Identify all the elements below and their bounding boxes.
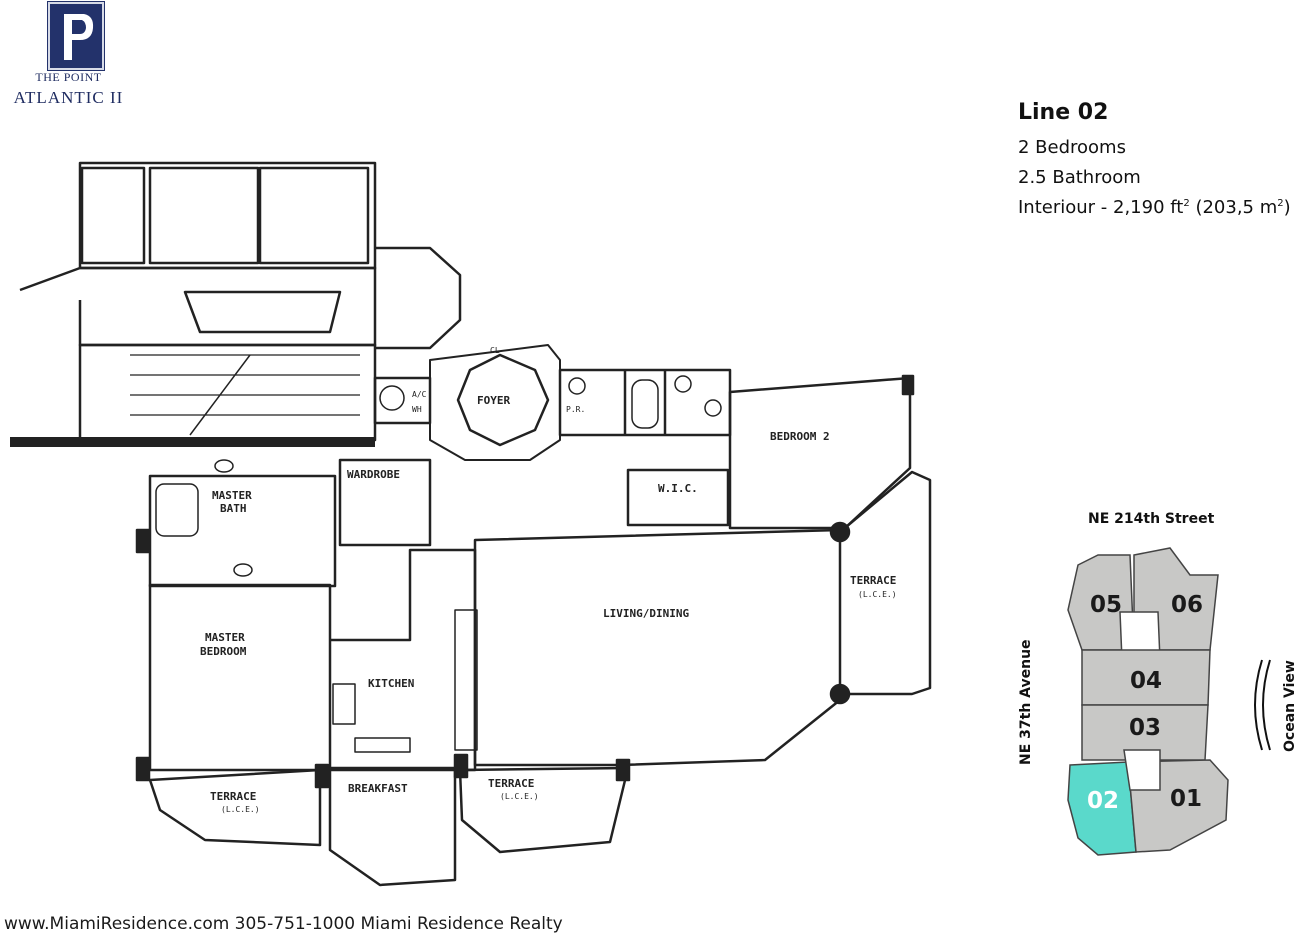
master-bedroom-walls	[148, 583, 332, 772]
label-terrace-mid-sub: (L.C.E.)	[500, 792, 539, 801]
stair-hall	[78, 343, 377, 442]
wardrobe-walls	[338, 458, 432, 547]
label-master-bedroom-2: BEDROOM	[200, 645, 247, 658]
elevator-core	[78, 161, 377, 270]
unit-03-label: 03	[1129, 715, 1161, 741]
interior-area-m: (203,5 m	[1189, 197, 1278, 218]
toilet-icon-2	[674, 375, 692, 393]
label-kitchen: KITCHEN	[368, 677, 414, 690]
m-superscript: 2	[1277, 198, 1284, 209]
walk-in-closet	[626, 468, 730, 527]
unit-info-panel: Line 02 2 Bedrooms 2.5 Bathroom Interiou…	[1018, 100, 1293, 227]
terrace-right	[839, 470, 932, 696]
corridor-wall	[19, 266, 377, 347]
label-master-bath-2: BATH	[220, 502, 247, 515]
label-wardrobe: WARDROBE	[347, 468, 400, 481]
unit-line-title: Line 02	[1018, 100, 1109, 125]
toilet-icon-1	[568, 377, 586, 395]
label-terrace-mid: TERRACE	[488, 777, 534, 790]
floor-plan-walls	[10, 161, 932, 887]
column-marker	[901, 374, 915, 396]
label-living-dining: LIVING/DINING	[603, 607, 689, 620]
interior-area-close: )	[1283, 197, 1291, 218]
key-plan: NE 214th Street NE 37th Avenue Ocean Vie…	[1018, 511, 1295, 856]
label-terrace-right-sub: (L.C.E.)	[858, 590, 897, 599]
label-master-bath-1: MASTER	[212, 489, 252, 502]
elevator-cab-1	[148, 166, 260, 265]
foyer-surround	[429, 344, 561, 461]
core-bottom	[1123, 749, 1161, 791]
breakfast-nook	[328, 766, 457, 887]
counter-unit	[454, 609, 478, 751]
street-left-label: NE 37th Avenue	[1018, 639, 1034, 765]
master-tub-icon	[155, 483, 199, 537]
kitchen-counter	[354, 737, 411, 753]
column-marker-6	[615, 758, 631, 782]
bedroom-2-walls	[728, 376, 912, 530]
column-marker-4	[314, 763, 330, 789]
label-breakfast: BREAKFAST	[348, 782, 408, 795]
mechanical-room	[375, 246, 462, 350]
street-top-label: NE 214th Street	[1088, 511, 1215, 527]
label-wh: WH	[412, 405, 422, 414]
unit-02-label: 02	[1087, 788, 1119, 814]
stair-treads	[130, 354, 360, 416]
interior-area: Interiour - 2,190 ft2 (203,5 m2)	[1018, 197, 1293, 218]
ft-superscript: 2	[1183, 198, 1190, 209]
terrace-left	[148, 768, 322, 847]
unit-01-label: 01	[1170, 786, 1202, 812]
elevator-cab-2	[258, 166, 370, 265]
label-ac: A/C	[412, 390, 427, 399]
fridge-box	[332, 683, 356, 725]
ocean-wave-icon	[1254, 659, 1271, 751]
label-wic: W.I.C.	[658, 482, 698, 495]
foyer-octagon	[456, 353, 550, 447]
column-marker-3	[135, 756, 151, 782]
terrace-mid	[458, 766, 630, 854]
label-closet: CL	[490, 346, 500, 355]
label-powder: P.R.	[566, 405, 585, 414]
brand-logo: THE POINT ATLANTIC II	[6, 0, 131, 112]
column-marker-2	[135, 528, 151, 554]
master-sink-icon-2	[233, 563, 253, 577]
logo-emblem	[48, 2, 104, 70]
living-dining-walls	[473, 528, 842, 767]
interior-area-ft: Interiour - 2,190 ft	[1018, 197, 1184, 218]
ac-wh-closet	[373, 376, 432, 425]
bathroom-count: 2.5 Bathroom	[1018, 167, 1141, 188]
master-sink-icon-1	[214, 459, 234, 473]
label-foyer: FOYER	[477, 394, 510, 407]
corridor-bench	[183, 290, 342, 334]
label-master-bedroom-1: MASTER	[205, 631, 245, 644]
kitchen-walls	[330, 548, 477, 772]
unit-04-label: 04	[1130, 668, 1162, 694]
water-heater-icon	[379, 385, 405, 411]
label-terrace-left-sub: (L.C.E.)	[221, 805, 260, 814]
bathtub-icon	[631, 379, 659, 429]
stair-diagonal	[189, 354, 251, 436]
sink-icon	[704, 399, 722, 417]
footer-contact: www.MiamiResidence.com 305-751-1000 Miam…	[4, 914, 563, 934]
label-bedroom-2: BEDROOM 2	[770, 430, 830, 443]
unit-06-label: 06	[1171, 592, 1203, 618]
bedroom-count: 2 Bedrooms	[1018, 137, 1126, 158]
column-marker-5	[453, 753, 469, 779]
brand-line-2: ATLANTIC II	[13, 88, 124, 107]
brand-line-1: THE POINT	[35, 70, 102, 84]
service-room	[80, 166, 146, 265]
ocean-view-label: Ocean View	[1282, 660, 1295, 752]
unit-05-label: 05	[1090, 592, 1122, 618]
label-terrace-right: TERRACE	[850, 574, 896, 587]
label-terrace-left: TERRACE	[210, 790, 256, 803]
